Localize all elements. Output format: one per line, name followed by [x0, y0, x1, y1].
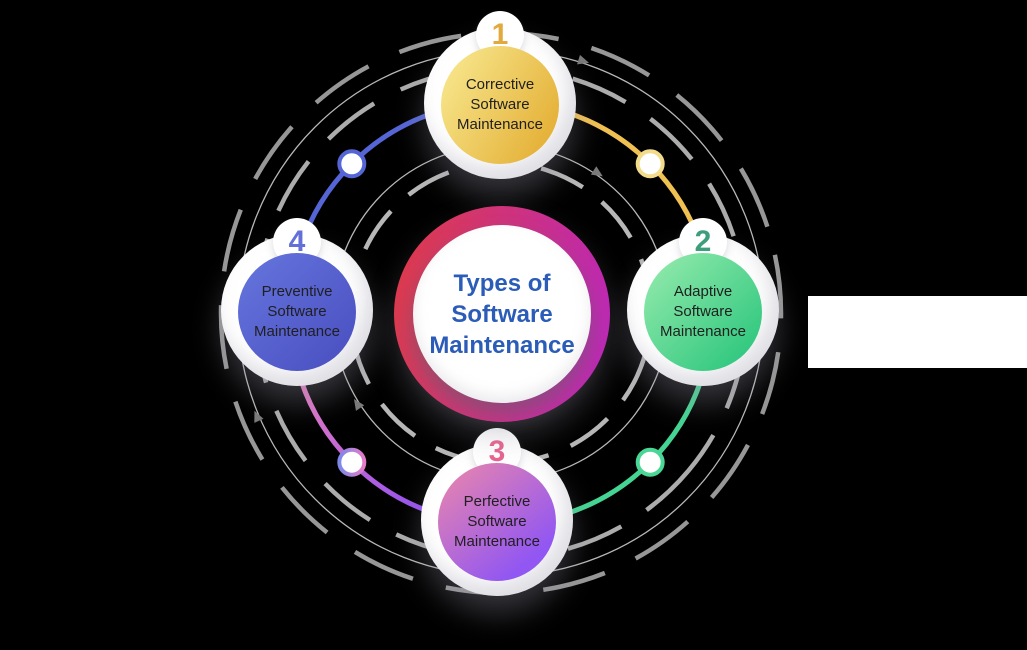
- diagram-title: Types of Software Maintenance: [429, 269, 575, 359]
- flow-arrow-icon: [254, 410, 264, 423]
- orbit-dashed-middle: [253, 65, 749, 561]
- center-circle-ring: Types of Software Maintenance: [394, 206, 610, 422]
- node-label: Preventive Software Maintenance: [254, 283, 340, 340]
- node-perfective-maintenance: Perfective Software Maintenance 3: [421, 428, 573, 596]
- connector-dot-bottom-right: [635, 447, 665, 477]
- node-number: 1: [491, 18, 509, 51]
- connector-adaptive-to-perfective: [563, 375, 705, 517]
- node-number: 2: [694, 225, 712, 258]
- connector-dot-top-right: [635, 149, 665, 179]
- node-circle: Adaptive Software Maintenance: [644, 253, 762, 371]
- node-circle: Preventive Software Maintenance: [238, 253, 356, 371]
- flow-arrow-icon: [590, 166, 603, 177]
- connector-dot-top-left: [337, 149, 367, 179]
- flow-arrow-icon: [353, 398, 365, 411]
- node-label: Perfective Software Maintenance: [454, 493, 540, 550]
- orbit-dashed-outer: [218, 30, 784, 596]
- node-circle: Corrective Software Maintenance: [441, 46, 559, 164]
- node-adaptive-maintenance: Adaptive Software Maintenance 2: [627, 218, 779, 386]
- node-corrective-maintenance: Corrective Software Maintenance 1: [424, 11, 576, 179]
- node-number: 3: [488, 435, 506, 468]
- node-label: Corrective Software Maintenance: [457, 76, 543, 133]
- connector-preventive-to-perfective: [297, 375, 439, 517]
- node-label: Adaptive Software Maintenance: [660, 283, 746, 340]
- node-preventive-maintenance: Preventive Software Maintenance 4: [221, 218, 373, 386]
- white-patch: [808, 296, 1027, 368]
- node-number: 4: [288, 225, 306, 258]
- node-circle: Perfective Software Maintenance: [438, 463, 556, 581]
- center-circle: Types of Software Maintenance: [413, 225, 591, 403]
- flow-arrow-icon: [577, 54, 590, 65]
- connector-dot-bottom-left: [337, 447, 367, 477]
